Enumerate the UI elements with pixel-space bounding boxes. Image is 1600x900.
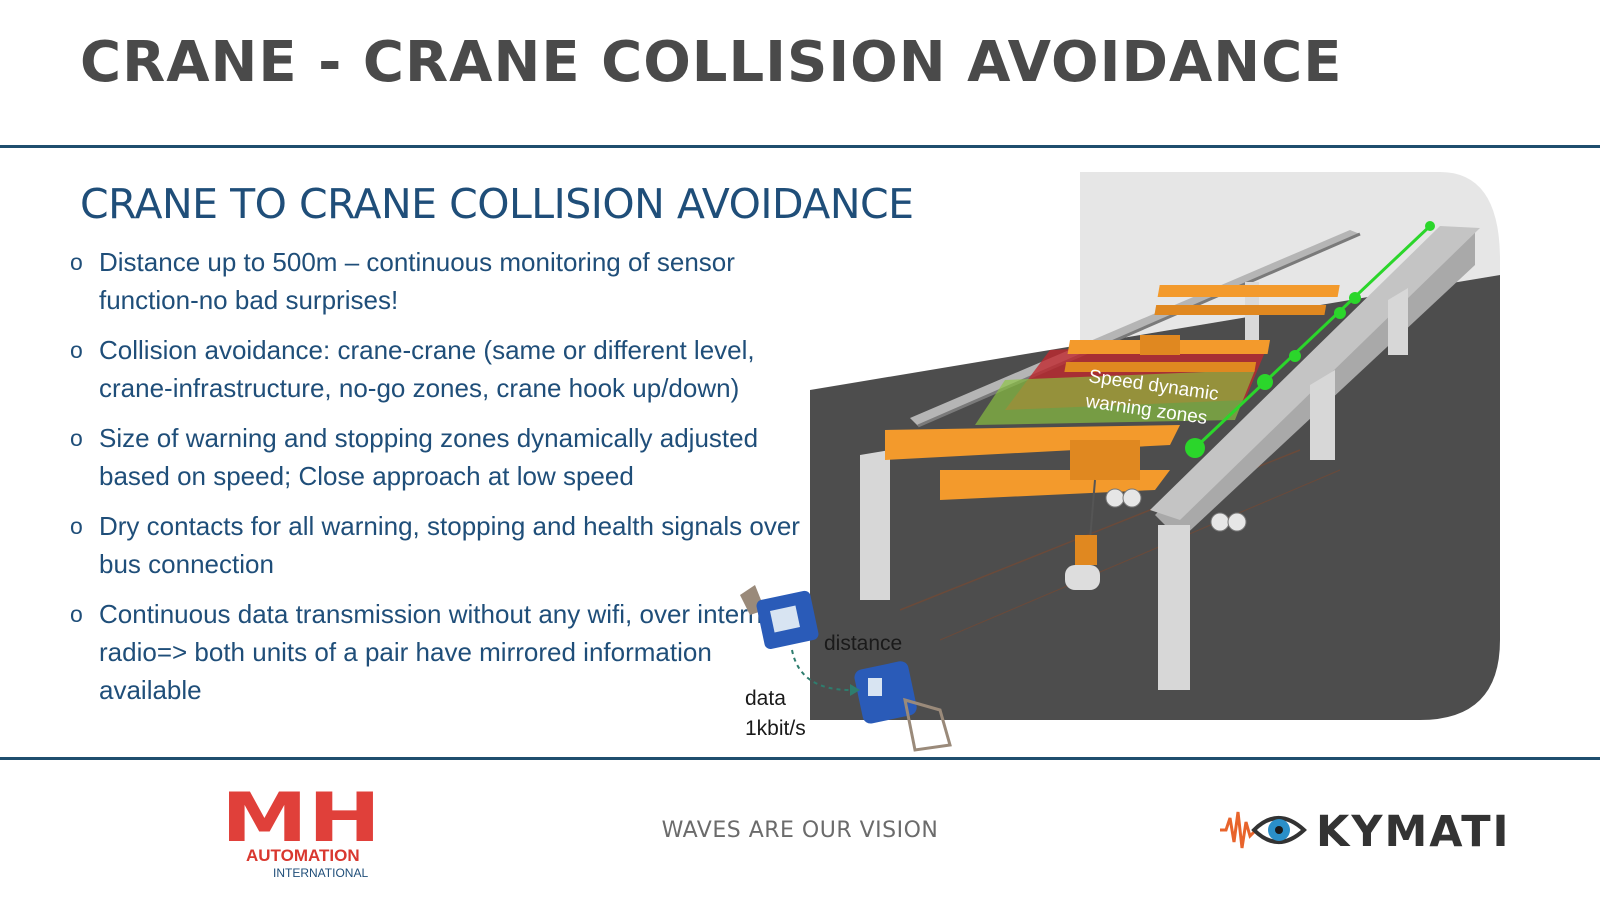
data-label-line2: 1kbit/s: [745, 717, 806, 740]
crane-near: [885, 425, 1180, 590]
sensor-node: [1257, 374, 1273, 390]
front-column: [1310, 370, 1335, 460]
front-column: [1388, 288, 1408, 355]
mh-automation-logo: MH AUTOMATION INTERNATIONAL: [218, 779, 388, 883]
warning-zone-green: [975, 370, 1255, 425]
bullet-marker: o: [70, 513, 83, 539]
top-divider: [0, 145, 1600, 148]
bullet-text: Distance up to 500m – continuous monitor…: [99, 247, 735, 315]
bullet-item: o Continuous data transmission without a…: [70, 595, 810, 709]
bullet-item: o Distance up to 500m – continuous monit…: [70, 243, 810, 319]
kymati-logo: KYMATI: [1218, 800, 1558, 860]
bullet-item: o Collision avoidance: crane-crane (same…: [70, 331, 810, 407]
bullet-text: Collision avoidance: crane-crane (same o…: [99, 335, 755, 403]
left-column: [860, 450, 890, 600]
sensor-unit-bottom: [854, 661, 952, 752]
data-link-arrowhead: [850, 684, 860, 696]
crane-far: [1154, 285, 1340, 315]
bullet-list: o Distance up to 500m – continuous monit…: [70, 243, 810, 721]
bullet-text: Continuous data transmission without any…: [99, 599, 783, 705]
sensor-node: [1334, 307, 1346, 319]
crane-middle: [1064, 335, 1271, 372]
wave-icon: [1220, 811, 1258, 849]
bullet-marker: o: [70, 601, 83, 627]
bullet-item: o Dry contacts for all warning, stopping…: [70, 507, 810, 583]
sensor-node: [1289, 350, 1301, 362]
bullet-item: o Size of warning and stopping zones dyn…: [70, 419, 810, 495]
kymati-wordmark: KYMATI: [1316, 807, 1511, 857]
sensor-unit-top: [740, 585, 819, 649]
crane-wheels: [1105, 488, 1247, 532]
crane-scene-svg: Speed dynamic warning zones distance dat…: [740, 172, 1500, 752]
bullet-text: Size of warning and stopping zones dynam…: [99, 423, 759, 491]
laser-beam: [1193, 224, 1432, 450]
slide-title: CRANE - CRANE COLLISION AVOIDANCE: [80, 30, 1343, 95]
footer-tagline: WAVES ARE OUR VISION: [661, 818, 939, 843]
sensor-node: [1425, 221, 1435, 231]
mh-logo-line2: INTERNATIONAL: [273, 866, 368, 880]
sensor-node: [1185, 438, 1205, 458]
floor-line: [939, 469, 1341, 641]
crane-illustration: Speed dynamic warning zones distance dat…: [740, 170, 1600, 760]
bottom-divider: [0, 757, 1600, 760]
eye-icon: [1251, 816, 1307, 844]
bullet-text: Dry contacts for all warning, stopping a…: [99, 511, 800, 579]
back-rail-edge: [917, 232, 1361, 428]
front-column: [1158, 525, 1190, 690]
bullet-marker: o: [70, 337, 83, 363]
distance-label: distance: [824, 632, 902, 655]
mh-logo-line1: AUTOMATION: [246, 846, 360, 865]
bullet-marker: o: [70, 425, 83, 451]
data-link-arrow: [791, 649, 851, 691]
section-subtitle: CRANE TO CRANE COLLISION AVOIDANCE: [80, 180, 914, 228]
back-rail: [910, 230, 1360, 426]
sensor-node: [1349, 292, 1361, 304]
bullet-marker: o: [70, 249, 83, 275]
data-label-line1: data: [745, 687, 786, 710]
